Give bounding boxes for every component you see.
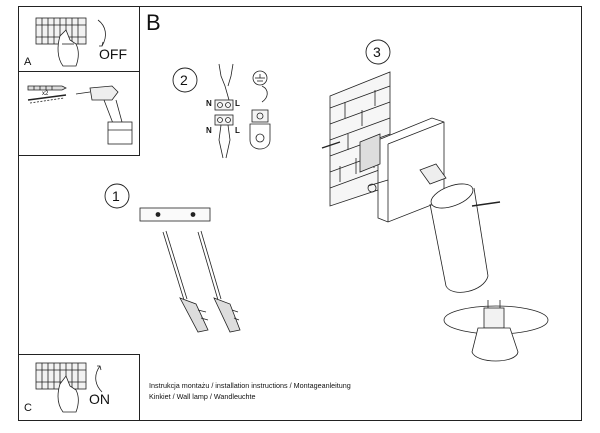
light-bulb-illustration xyxy=(443,300,549,362)
terminal-block-on-illustration xyxy=(35,362,103,413)
terminal-block-off-illustration xyxy=(35,17,106,67)
panel-c-letter: C xyxy=(24,402,32,414)
step-1-number: 1 xyxy=(112,188,120,204)
wall-plugs-and-screws-illustration xyxy=(27,85,67,104)
on-label: ON xyxy=(89,391,110,407)
wire-l-bottom: L xyxy=(235,126,240,135)
wire-n-bottom: N xyxy=(206,126,212,135)
mounting-screws-illustration xyxy=(162,230,241,333)
step-3-circle xyxy=(365,39,391,65)
off-label: OFF xyxy=(99,46,127,62)
step-1-circle xyxy=(104,183,130,209)
mounting-bar-illustration xyxy=(139,207,211,222)
wire-l-top: L xyxy=(235,99,240,108)
step-2-number: 2 xyxy=(180,72,188,88)
earth-terminal-illustration xyxy=(249,70,271,150)
lamp-base-illustration xyxy=(321,117,445,223)
power-drill-icon xyxy=(75,85,133,145)
wire-n-top: N xyxy=(206,99,212,108)
footer-instructions-line: Instrukcja montażu / installation instru… xyxy=(149,381,351,390)
panel-a-letter: A xyxy=(24,56,32,68)
step-2-circle xyxy=(172,67,198,93)
wiring-terminal-illustration xyxy=(214,63,234,159)
quantity-label: x2 xyxy=(42,91,49,97)
sheet-frame xyxy=(18,6,582,421)
footer-product-line: Kinkiet / Wall lamp / Wandleuchte xyxy=(149,392,256,401)
step-3-number: 3 xyxy=(373,44,381,60)
panel-b-letter: B xyxy=(146,10,161,35)
lamp-shade-illustration xyxy=(419,163,501,293)
